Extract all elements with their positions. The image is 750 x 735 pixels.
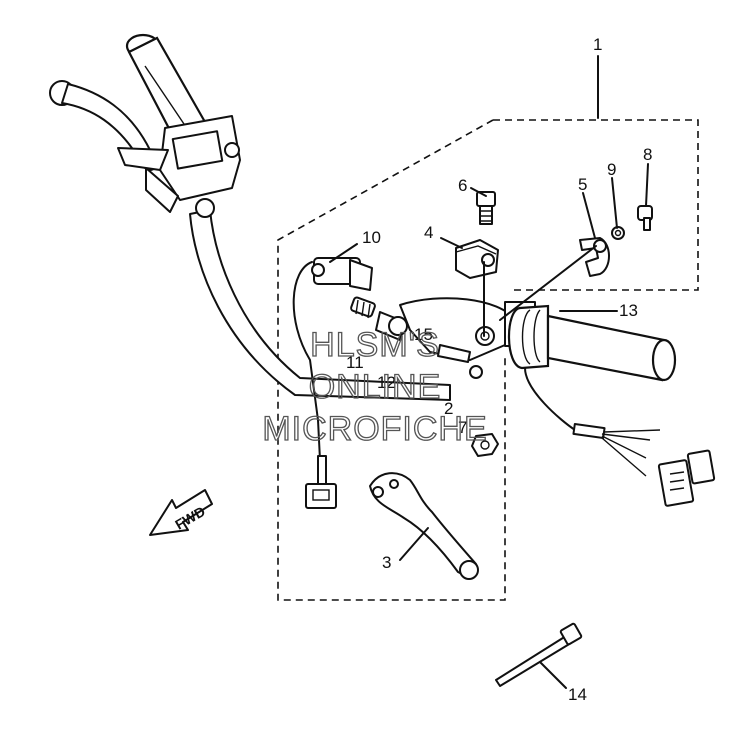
cable-tie-14 xyxy=(495,622,583,687)
lever-holder-15 xyxy=(399,297,516,379)
switch-10 xyxy=(292,257,373,509)
leader-lines xyxy=(329,55,649,689)
washer-9 xyxy=(611,226,625,240)
callout-12: 12 xyxy=(377,373,396,392)
handlebar-left xyxy=(49,33,451,401)
brake-lever-3 xyxy=(369,472,479,580)
watermark-line-3: MICROFICHE xyxy=(262,410,487,448)
callout-numbers: 1 2 3 4 5 6 7 8 9 10 11 12 13 14 15 xyxy=(346,35,652,704)
callout-9: 9 xyxy=(607,160,616,179)
callout-13: 13 xyxy=(619,301,638,320)
callout-7: 7 xyxy=(458,418,467,437)
screw-8 xyxy=(637,205,653,231)
watermark-line-1: HLSM'S xyxy=(310,326,440,364)
handlebar-right xyxy=(504,301,716,507)
callout-1: 1 xyxy=(593,35,602,54)
callout-10: 10 xyxy=(362,228,381,247)
callout-2: 2 xyxy=(444,399,453,418)
left-grip xyxy=(125,33,207,140)
callout-14: 14 xyxy=(568,685,587,704)
callout-3: 3 xyxy=(382,553,391,572)
bolt-6 xyxy=(476,191,496,225)
callout-15: 15 xyxy=(414,325,433,344)
callout-6: 6 xyxy=(458,176,467,195)
callout-8: 8 xyxy=(643,145,652,164)
wire-harness xyxy=(601,429,716,507)
clamp-5 xyxy=(579,237,610,277)
part-4-bracket xyxy=(455,239,499,279)
adjuster-11-12 xyxy=(350,296,408,341)
watermark-line-2: ONLINE xyxy=(309,368,442,406)
throttle-grip-13 xyxy=(507,304,677,382)
callout-5: 5 xyxy=(578,175,587,194)
fwd-arrow: FWD xyxy=(149,489,213,536)
watermark: HLSM'S ONLINE MICROFICHE xyxy=(262,325,488,448)
callout-11: 11 xyxy=(346,353,364,372)
nut-7 xyxy=(471,433,499,457)
left-brake-lever xyxy=(49,80,169,171)
assembly-outline-1 xyxy=(277,119,699,601)
callout-4: 4 xyxy=(424,223,433,242)
